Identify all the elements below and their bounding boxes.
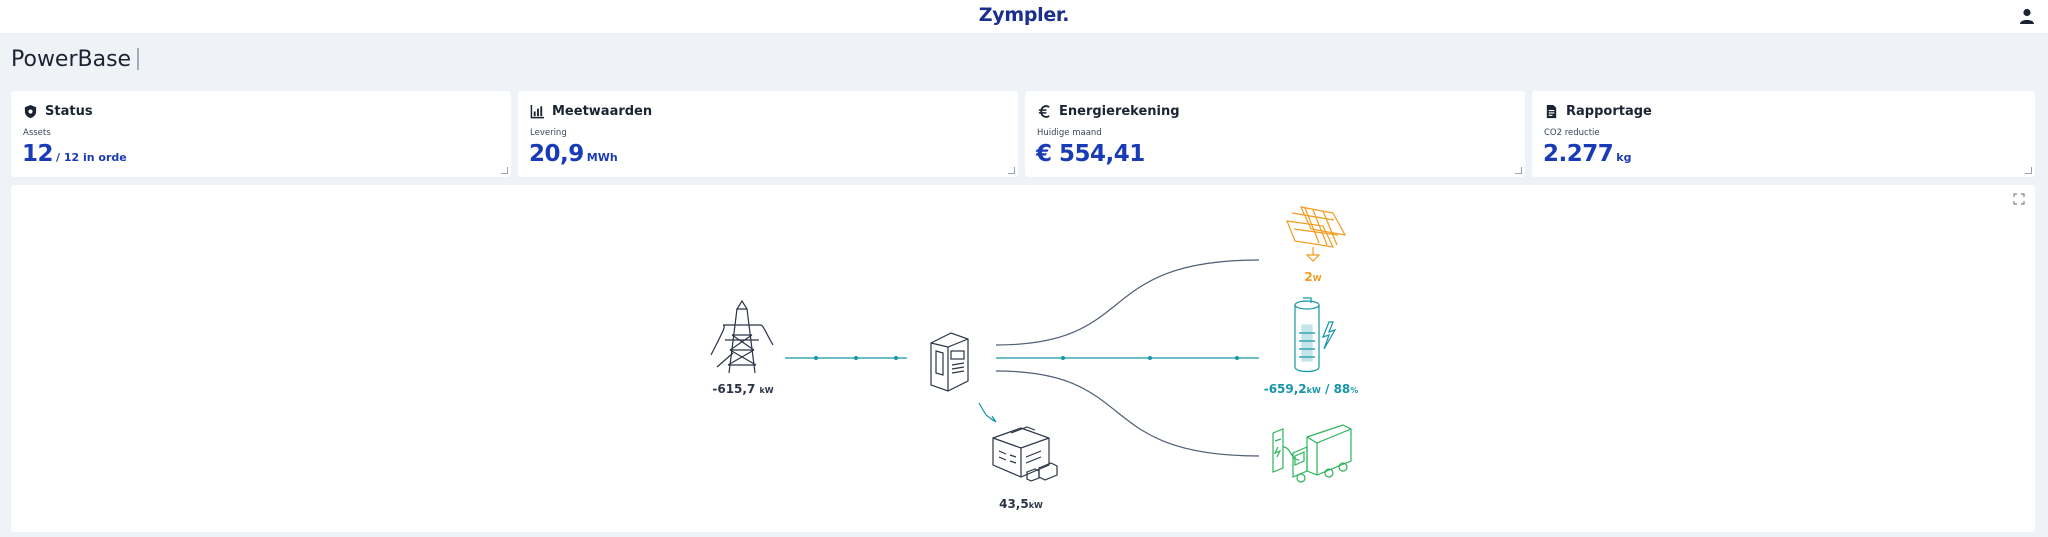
status-value-unit: / 12 in orde [56,151,127,164]
battery-power-label: -659,2kW / 88% [1263,382,1359,396]
energierekening-value-number: € 554,41 [1036,141,1145,167]
battery-icon [1294,297,1337,373]
resize-handle[interactable] [1515,167,1522,174]
solar-power-label: 2W [1291,270,1335,284]
battery-power-value: -659,2 [1263,382,1307,396]
title-cursor [137,48,140,70]
resize-handle[interactable] [501,167,508,174]
top-bar: Zympler. [0,0,2048,33]
meetwaarden-card-title: Meetwaarden [552,104,653,119]
status-card-subtitle: Assets [23,128,51,138]
energierekening-card-subtitle: Huidige maand [1037,128,1102,138]
resize-handle[interactable] [1008,167,1015,174]
resize-handle[interactable] [2025,167,2032,174]
energy-flow-diagram [710,206,1352,483]
brand-logo[interactable]: Zympler. [978,4,1070,26]
building-power-value: 43,5 [999,497,1029,511]
grid-power-value: -615,7 [712,382,756,396]
rapportage-value-unit: kg [1616,151,1632,164]
ev-flow-line [995,370,1260,457]
euro-icon [1038,105,1050,118]
battery-soc-value: 88 [1333,382,1351,396]
status-value-number: 12 [22,141,54,167]
energy-flow-panel: -615,7 kW 43,5kW 2W -659,2kW / 88% [11,185,2035,532]
building-power-unit: kW [1028,501,1043,510]
rapportage-card-subtitle: CO2 reductie [1544,128,1600,138]
rapportage-value-number: 2.277 [1543,141,1614,167]
status-card-value: 12/ 12 in orde [22,141,127,167]
page-title: PowerBase [11,47,140,72]
status-card-title: Status [45,104,93,119]
energierekening-card[interactable]: Energierekening Huidige maand € 554,41 [1025,91,1525,177]
grid-power-label: -615,7 kW [711,382,775,396]
power-pylon-icon [710,299,774,374]
solar-flow-line [995,259,1260,346]
page-title-text: PowerBase [11,47,132,72]
battery-flow-line [996,356,1259,360]
rapportage-card-title: Rapportage [1566,104,1652,119]
grid-flow-line [785,356,907,360]
energierekening-card-value: € 554,41 [1036,141,1145,167]
solar-power-value: 2 [1304,270,1313,284]
meetwaarden-card-subtitle: Levering [530,128,567,138]
user-icon[interactable] [2018,7,2036,25]
solar-panel-icon [1286,206,1347,262]
solar-power-unit: W [1312,274,1322,283]
document-icon [1546,104,1557,119]
meetwaarden-value-unit: MWh [586,151,618,164]
meetwaarden-value-number: 20,9 [529,141,584,167]
status-card[interactable]: Status Assets 12/ 12 in orde [11,91,511,177]
building-power-label: 43,5kW [993,497,1049,511]
grid-power-unit: kW [759,386,774,395]
energy-meter-icon [930,332,969,392]
battery-power-unit: kW [1306,386,1321,395]
expand-icon[interactable] [2013,193,2025,205]
building-flow-line [978,402,997,423]
meetwaarden-card-header: Meetwaarden [530,104,652,119]
ev-truck-icon [1272,424,1352,483]
building-icon [992,426,1058,482]
energierekening-card-header: Energierekening [1037,104,1180,119]
battery-soc-unit: % [1350,386,1359,395]
bar-chart-icon [530,104,545,119]
shield-icon [24,104,37,119]
status-card-header: Status [23,104,93,119]
rapportage-card-header: Rapportage [1544,104,1652,119]
energierekening-card-title: Energierekening [1059,104,1180,119]
